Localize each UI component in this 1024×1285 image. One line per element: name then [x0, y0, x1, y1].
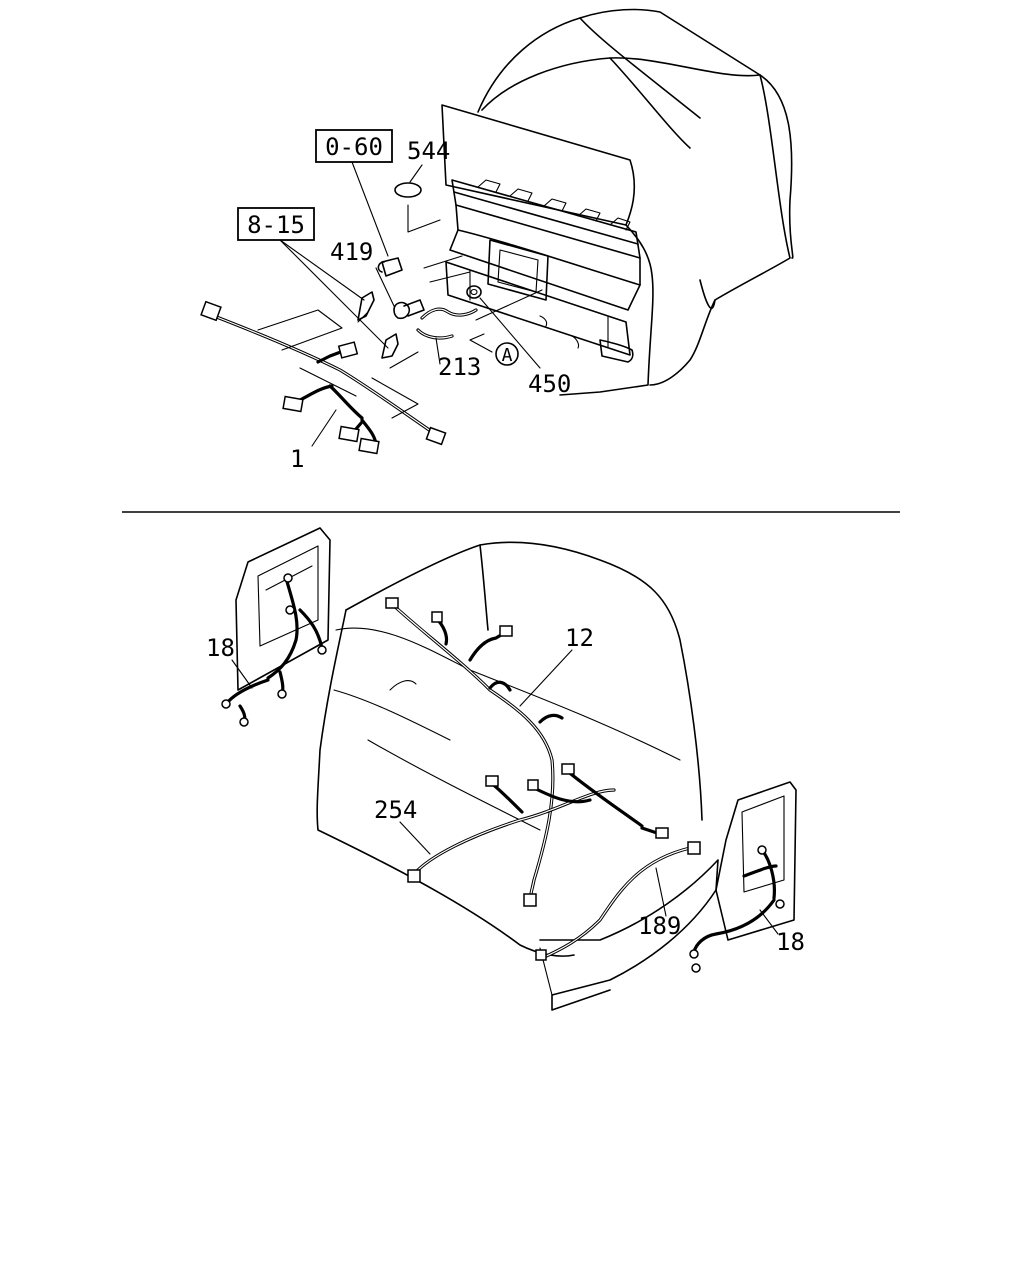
bolt-part [377, 257, 403, 277]
left-door-panel [221, 527, 331, 727]
callout-18-left: 18 [206, 634, 235, 662]
circled-marker-a: A [495, 342, 519, 366]
cable-part-213 [416, 307, 478, 340]
right-door-panel [689, 781, 797, 973]
ref-box-8-15-label: 8-15 [247, 211, 305, 239]
cab-rear-panel [316, 541, 703, 957]
leader-lines-top [357, 204, 543, 369]
main-harness-1 [200, 300, 447, 455]
callout-544: 544 [407, 137, 450, 165]
callout-254: 254 [374, 796, 417, 824]
callout-12: 12 [565, 624, 594, 652]
ref-box-0-60-label: 0-60 [325, 133, 383, 161]
roof-harness-12 [385, 597, 564, 907]
callout-leaders-bottom [231, 649, 779, 935]
bracket-part [357, 291, 399, 359]
bolt-part-419 [393, 299, 425, 320]
cab-front-illustration [441, 8, 794, 396]
ref-box-0-60: 0-60 [315, 129, 393, 163]
grommet-part-450 [466, 285, 482, 299]
callout-leaders-top [279, 161, 541, 447]
callout-1: 1 [290, 445, 304, 473]
callout-419: 419 [330, 238, 373, 266]
callout-213: 213 [438, 353, 481, 381]
ref-box-8-15: 8-15 [237, 207, 315, 241]
callout-450: 450 [528, 370, 571, 398]
callout-189: 189 [638, 912, 681, 940]
seal-part-544 [394, 182, 422, 198]
floor-harness-189 [535, 841, 701, 961]
callout-18-right: 18 [776, 928, 805, 956]
circled-marker-a-label: A [502, 345, 513, 366]
dash-harness-254 [407, 763, 669, 883]
